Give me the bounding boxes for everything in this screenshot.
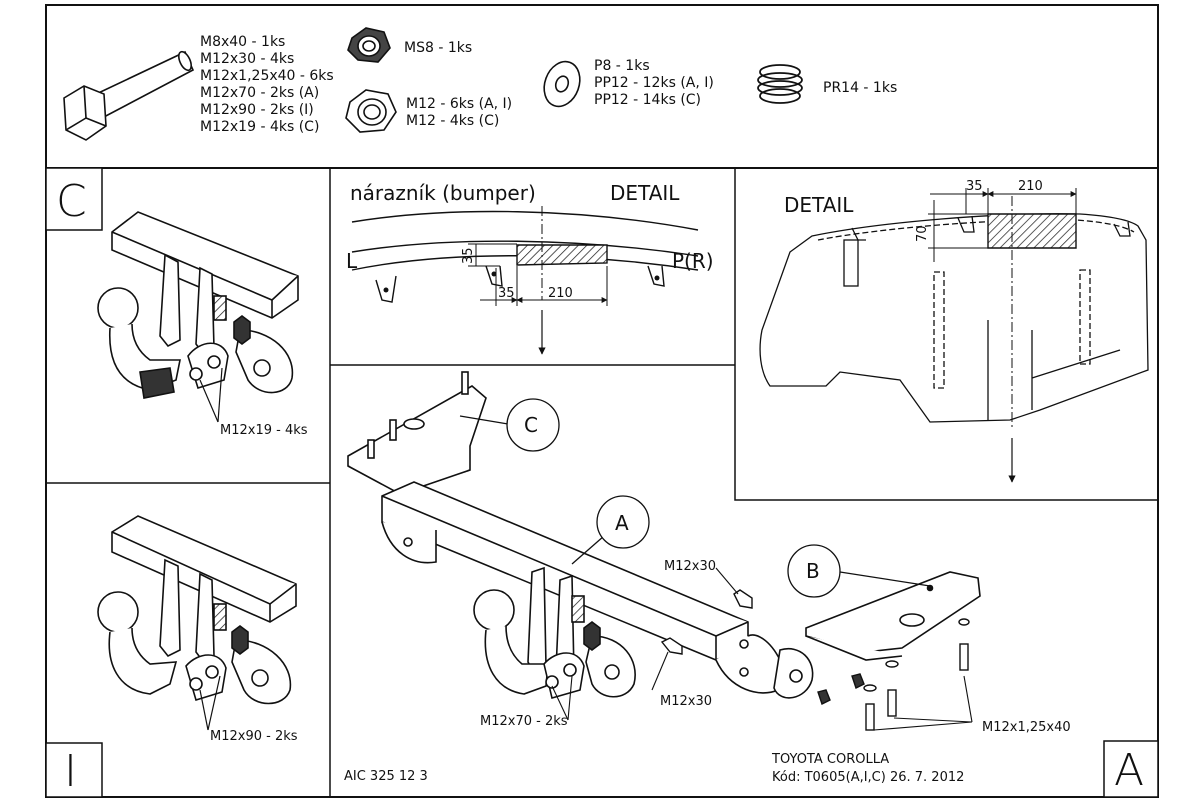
drawing-code: AIC 325 12 3: [344, 769, 428, 784]
crossbar: [381, 481, 781, 694]
bolt-spec-list: M8x40 - 1ks M12x30 - 4ks M12x1,25x40 - 6…: [200, 34, 334, 135]
bolt-spec-2: M12x30 - 4ks: [200, 51, 294, 67]
nut-big-label-1: M12 - 6ks (A, I): [406, 96, 512, 112]
bumper-detail-heading: DETAIL: [610, 181, 680, 205]
washer-label-2: PP12 - 12ks (A, I): [594, 75, 714, 91]
hitch-c-drawing: [97, 211, 299, 399]
panel-c-letter-box: [45, 167, 103, 231]
callout-a-label: A: [615, 511, 629, 535]
bracket-b: [773, 571, 981, 699]
panel-i-leaders: [199, 675, 221, 731]
ball-mount-a: [473, 566, 636, 699]
detail-dims: [928, 188, 1077, 262]
bolt-spec-5: M12x90 - 2ks (I): [200, 102, 314, 118]
bolts-main: [660, 589, 970, 731]
nut-big-label-2: M12 - 4ks (C): [406, 113, 499, 129]
mounting-plate-c: [347, 371, 487, 495]
bolt-spec-4: M12x70 - 2ks (A): [200, 85, 319, 101]
outer-frame: [45, 4, 1159, 798]
detail-cutout-hatch: [987, 213, 1077, 249]
callout-b-label: B: [806, 559, 820, 583]
callout-c-label: C: [524, 413, 538, 437]
nut-big-icon: [345, 89, 397, 133]
bolt-spec-6: M12x19 - 4ks (C): [200, 119, 319, 135]
nut-small-label: MS8 - 1ks: [404, 40, 472, 56]
panel-i-label: M12x90 - 2ks: [210, 729, 298, 744]
callouts: [459, 398, 931, 598]
vehicle-name: TOYOTA COROLLA: [771, 752, 889, 767]
washer-icon: [543, 60, 581, 108]
bumper-right-label: P(R): [672, 249, 714, 273]
nut-small-icon: [347, 27, 391, 63]
bumper-dim-height: 35: [461, 247, 476, 264]
m12x70-label: M12x70 - 2ks: [480, 714, 568, 729]
bumper-hole-3: [654, 275, 660, 281]
bolt-spec-1: M8x40 - 1ks: [200, 34, 285, 50]
kod-line: Kód: T0605(A,I,C) 26. 7. 2012: [772, 770, 964, 785]
bolt-icon: [63, 50, 195, 141]
detail-panel-border: [734, 168, 1158, 501]
bumper-hole-1: [383, 287, 389, 293]
bolt-spec-3: M12x1,25x40 - 6ks: [200, 68, 334, 84]
panel-c-letter: C: [56, 176, 87, 227]
panel-i-letter-box: [45, 742, 103, 798]
bumper-dim-offset: 35: [498, 286, 515, 301]
bumper-outline: [351, 210, 699, 303]
m12x30-top-label: M12x30: [664, 559, 716, 574]
main-leaders: [551, 567, 973, 731]
sheet-letter: A: [1114, 745, 1144, 796]
panel-c-leaders: [199, 367, 223, 423]
right-detail-heading: DETAIL: [784, 193, 854, 217]
detail-dim-height: 70: [915, 225, 930, 242]
bumper-hole-2: [491, 271, 497, 277]
m12x30-bottom-label: M12x30: [660, 694, 712, 709]
bumper-left-label: L: [346, 249, 358, 273]
bumper-dims: [468, 243, 608, 306]
panel-c-label: M12x19 - 4ks: [220, 423, 308, 438]
bumper-title: nárazník (bumper): [350, 181, 536, 205]
m12x125-label: M12x1,25x40: [982, 720, 1071, 735]
spring-label: PR14 - 1ks: [823, 80, 897, 96]
bumper-dim-width: 210: [548, 286, 573, 301]
car-rear-outline: [759, 213, 1149, 423]
detail-dim-offset: 35: [966, 179, 983, 194]
detail-dim-width: 210: [1018, 179, 1043, 194]
spring-icon: [757, 64, 803, 104]
bumper-cutout-hatch: [516, 244, 608, 266]
panel-i-letter: I: [64, 746, 77, 797]
washer-label-3: PP12 - 14ks (C): [594, 92, 701, 108]
hitch-i-drawing: [97, 515, 297, 705]
sheet-letter-box: [1103, 740, 1159, 798]
washer-label-1: P8 - 1ks: [594, 58, 650, 74]
